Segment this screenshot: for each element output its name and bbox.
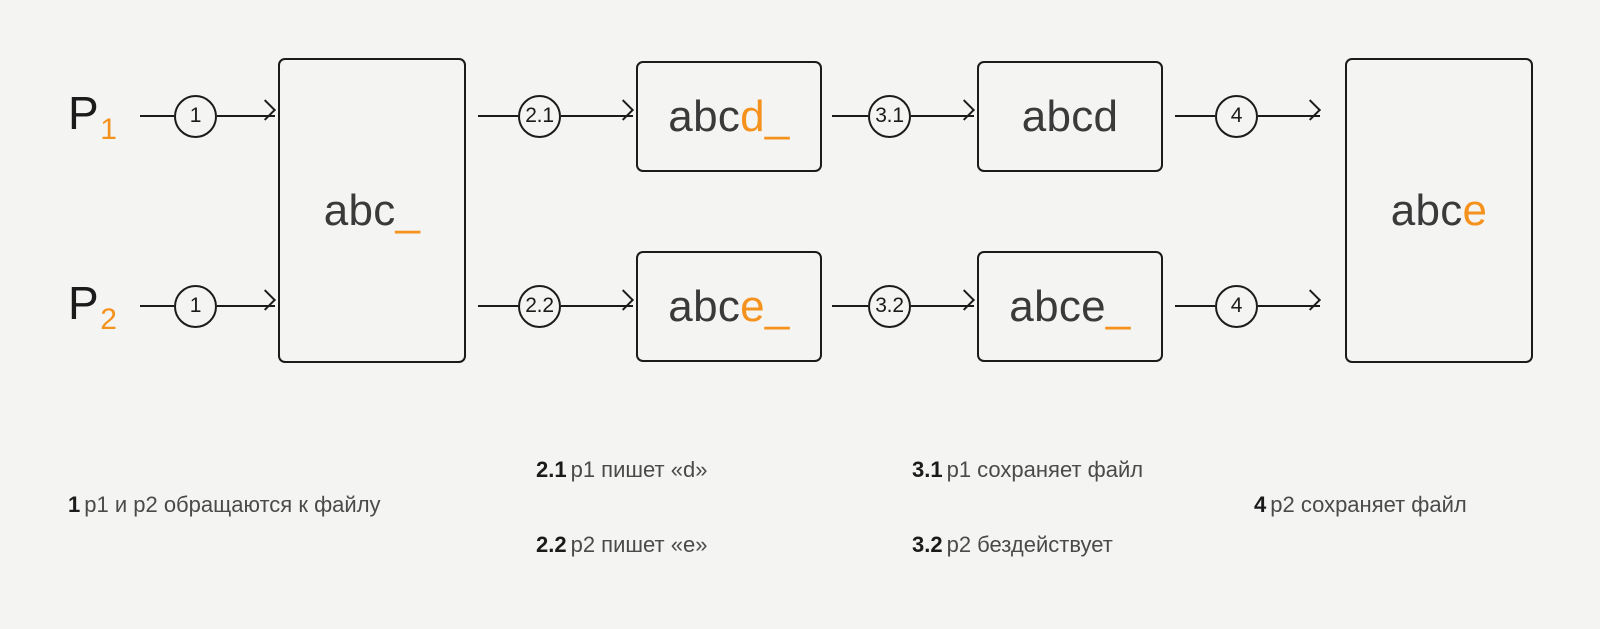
legend-key-4: 4 [1254, 492, 1267, 517]
connector-line [832, 115, 868, 117]
process-label-p1-subscript: 1 [100, 112, 118, 146]
box-file-final-text: abce [1390, 185, 1488, 235]
box-file-p1-saved[interactable]: abcd [977, 61, 1163, 172]
box-file-p1-edit-text: abcd_ [668, 91, 790, 141]
step-node-4-top[interactable]: 4 [1215, 94, 1258, 138]
connector-line [140, 305, 174, 307]
step-node-3-1[interactable]: 3.1 [868, 94, 911, 138]
legend-key-3-2: 3.2 [912, 532, 943, 557]
legend-text-2-2: p2 пишет «e» [570, 532, 708, 557]
step-node-2-2[interactable]: 2.2 [518, 284, 561, 328]
box-file-p2-edit[interactable]: abce_ [636, 251, 822, 362]
process-label-p2-name: P [68, 277, 100, 329]
connector-3-1: 3.1 [832, 93, 974, 139]
connector-arrow [561, 305, 633, 307]
connector-line [832, 305, 868, 307]
legend-text-1: p1 и p2 обращаются к файлу [84, 492, 381, 517]
process-label-p2: P2 [68, 280, 117, 335]
legend-text-3-1: p1 сохраняет файл [946, 457, 1144, 482]
connector-1-bottom: 1 [140, 283, 275, 329]
connector-line [478, 115, 518, 117]
step-node-2-1[interactable]: 2.1 [518, 94, 561, 138]
box-file-initial[interactable]: abc_ [278, 58, 466, 363]
connector-arrow [911, 305, 974, 307]
box-file-final[interactable]: abce [1345, 58, 1533, 363]
connector-4-bottom: 4 [1175, 283, 1320, 329]
connector-arrow [911, 115, 974, 117]
step-node-4-bottom[interactable]: 4 [1215, 284, 1258, 328]
legend-key-2-2: 2.2 [536, 532, 567, 557]
connector-line [1175, 305, 1215, 307]
connector-arrow [217, 305, 275, 307]
step-node-1-top[interactable]: 1 [174, 94, 217, 138]
legend-key-1: 1 [68, 492, 81, 517]
connector-line [478, 305, 518, 307]
legend-text-3-2: p2 бездействует [946, 532, 1113, 557]
legend-text-4: p2 сохраняет файл [1270, 492, 1467, 517]
legend-key-3-1: 3.1 [912, 457, 943, 482]
process-label-p1-name: P [68, 87, 100, 139]
box-file-p2-pending[interactable]: abce_ [977, 251, 1163, 362]
connector-arrow [1258, 115, 1320, 117]
connector-4-top: 4 [1175, 93, 1320, 139]
connector-1-top: 1 [140, 93, 275, 139]
connector-2-2: 2.2 [478, 283, 633, 329]
step-node-3-2[interactable]: 3.2 [868, 284, 911, 328]
box-file-p1-edit[interactable]: abcd_ [636, 61, 822, 172]
box-file-p2-pending-text: abce_ [1009, 281, 1131, 331]
connector-2-1: 2.1 [478, 93, 633, 139]
connector-line [140, 115, 174, 117]
connector-arrow [561, 115, 633, 117]
box-file-p2-edit-text: abce_ [668, 281, 790, 331]
connector-3-2: 3.2 [832, 283, 974, 329]
process-label-p2-subscript: 2 [100, 302, 118, 336]
legend-key-2-1: 2.1 [536, 457, 567, 482]
step-node-1-bottom[interactable]: 1 [174, 284, 217, 328]
box-file-initial-text: abc_ [323, 185, 421, 235]
box-file-p1-saved-text: abcd [1021, 91, 1119, 141]
process-label-p1: P1 [68, 90, 117, 145]
connector-line [1175, 115, 1215, 117]
legend-text-2-1: p1 пишет «d» [570, 457, 708, 482]
connector-arrow [217, 115, 275, 117]
connector-arrow [1258, 305, 1320, 307]
